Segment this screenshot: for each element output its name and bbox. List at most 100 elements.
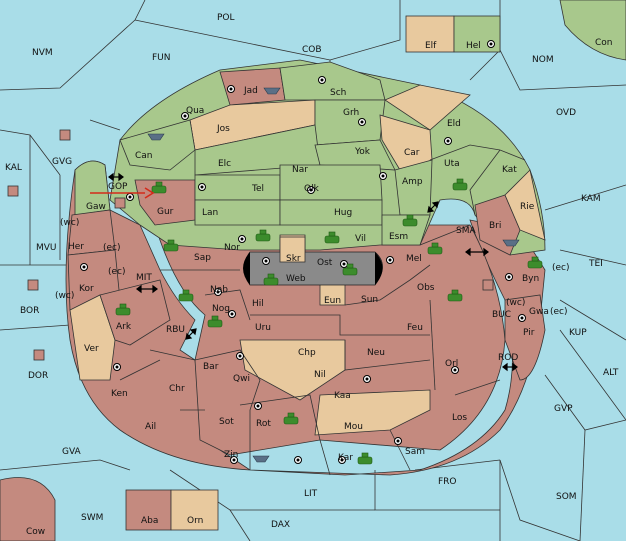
- canal-arrows: [108, 172, 518, 372]
- label-Byn: Byn: [522, 274, 539, 284]
- province-Rie[interactable]: [504, 169, 546, 241]
- army-icon: [357, 452, 373, 465]
- army-icon: [402, 214, 418, 227]
- label-SMA: SMA: [456, 226, 476, 236]
- gray-right-cap: [375, 252, 383, 285]
- province-Gwa[interactable]: [504, 294, 546, 381]
- army-icon: [324, 231, 340, 244]
- label-Car: Car: [404, 148, 420, 158]
- label-Neu: Neu: [367, 348, 385, 358]
- label-Mou: Mou: [344, 422, 363, 432]
- label-Aba: Aba: [141, 516, 158, 526]
- supply-centers: [80, 40, 526, 464]
- army-icon: [342, 263, 358, 276]
- label-SWM: SWM: [81, 513, 103, 523]
- label-Web: Web: [286, 274, 306, 284]
- army-icon: [255, 229, 271, 242]
- label-GOP: GOP: [108, 182, 128, 192]
- label-Hil: Hil: [252, 299, 264, 309]
- label-Jad: Jad: [243, 86, 258, 96]
- label-Rot: Rot: [256, 419, 271, 429]
- province-Eld-tan[interactable]: [384, 84, 471, 131]
- fleet-units: [147, 87, 520, 463]
- army-icon: [151, 181, 167, 194]
- label-Bar: Bar: [203, 362, 219, 372]
- label-KUP: KUP: [569, 328, 587, 338]
- label-Hug: Hug: [334, 208, 352, 218]
- label-wc2: (wc): [55, 291, 74, 301]
- label-Feu: Feu: [407, 323, 423, 333]
- province-Ver[interactable]: [69, 294, 116, 381]
- label-Sam: Sam: [405, 447, 425, 457]
- label-ALT: ALT: [603, 368, 619, 378]
- province-Sch[interactable]: [279, 61, 386, 101]
- province-Hug[interactable]: [279, 199, 383, 226]
- label-Vil: Vil: [355, 234, 366, 244]
- label-Bri: Bri: [489, 221, 501, 231]
- label-BUC: BUC: [492, 310, 511, 320]
- label-Sch: Sch: [330, 88, 346, 98]
- army-icon: [283, 412, 299, 425]
- province-Amp[interactable]: [394, 159, 433, 216]
- label-KAM: KAM: [581, 194, 601, 204]
- label-Rie: Rie: [520, 202, 535, 212]
- label-Nil: Nil: [314, 370, 326, 380]
- label-Tel: Tel: [251, 184, 264, 194]
- label-Gur: Gur: [157, 207, 174, 217]
- province-Cow[interactable]: [0, 477, 56, 541]
- label-TEI: TEI: [588, 259, 603, 269]
- army-icon: [527, 256, 543, 269]
- province-Skr-box[interactable]: [279, 236, 306, 263]
- label-Ost: Ost: [317, 258, 333, 268]
- label-Pir: Pir: [523, 328, 535, 338]
- label-ec3: (ec): [108, 267, 126, 277]
- fleet-icon: [147, 133, 165, 141]
- label-Lan: Lan: [202, 208, 218, 218]
- label-Ken: Ken: [111, 389, 128, 399]
- province-Grh[interactable]: [314, 99, 386, 146]
- label-Qua: Qua: [186, 106, 204, 116]
- label-Los: Los: [452, 413, 467, 423]
- label-ec2: (ec): [552, 263, 570, 273]
- province-labels: POL NVM FUN COB NOM Con Elf Hel OVD KAL …: [5, 13, 619, 537]
- label-Amp: Amp: [402, 177, 423, 187]
- fleet-icon: [252, 455, 270, 463]
- label-NVM: NVM: [32, 48, 53, 58]
- label-Gaw: Gaw: [86, 202, 106, 212]
- province-Elf[interactable]: [405, 15, 455, 53]
- label-Nor: Nor: [224, 243, 240, 253]
- label-wc1: (wc): [60, 218, 79, 228]
- army-icon: [178, 289, 194, 302]
- province-Ark[interactable]: [99, 279, 171, 346]
- province-Can[interactable]: [119, 119, 196, 171]
- label-Olk: Olk: [304, 184, 320, 194]
- label-Cow: Cow: [26, 527, 45, 537]
- label-Orn: Orn: [187, 516, 203, 526]
- label-BOR: BOR: [20, 306, 39, 316]
- label-GVA: GVA: [62, 447, 82, 457]
- province-Orn[interactable]: [170, 489, 219, 531]
- label-Sun: Sun: [361, 295, 378, 305]
- label-Grh: Grh: [343, 108, 359, 118]
- label-DOR: DOR: [28, 371, 48, 381]
- label-FUN: FUN: [152, 53, 171, 63]
- army-icon: [207, 315, 223, 328]
- label-Jos: Jos: [216, 124, 230, 134]
- province-Chp[interactable]: [239, 339, 346, 401]
- label-Mel: Mel: [406, 254, 422, 264]
- label-KAL: KAL: [5, 163, 22, 173]
- army-icon: [163, 239, 179, 252]
- label-ROD: ROD: [498, 353, 518, 363]
- label-Her: Her: [68, 242, 84, 252]
- label-ec1: (ec): [103, 243, 121, 253]
- province-Gaw[interactable]: [74, 160, 111, 216]
- fleet-icon: [263, 87, 281, 95]
- province-Tel[interactable]: [194, 174, 281, 201]
- province-Mou[interactable]: [314, 389, 431, 436]
- label-Nab: Nab: [210, 285, 228, 295]
- label-Nar: Nar: [292, 165, 308, 175]
- label-NOM: NOM: [532, 55, 554, 65]
- army-icon: [452, 178, 468, 191]
- province-Aba[interactable]: [125, 489, 172, 531]
